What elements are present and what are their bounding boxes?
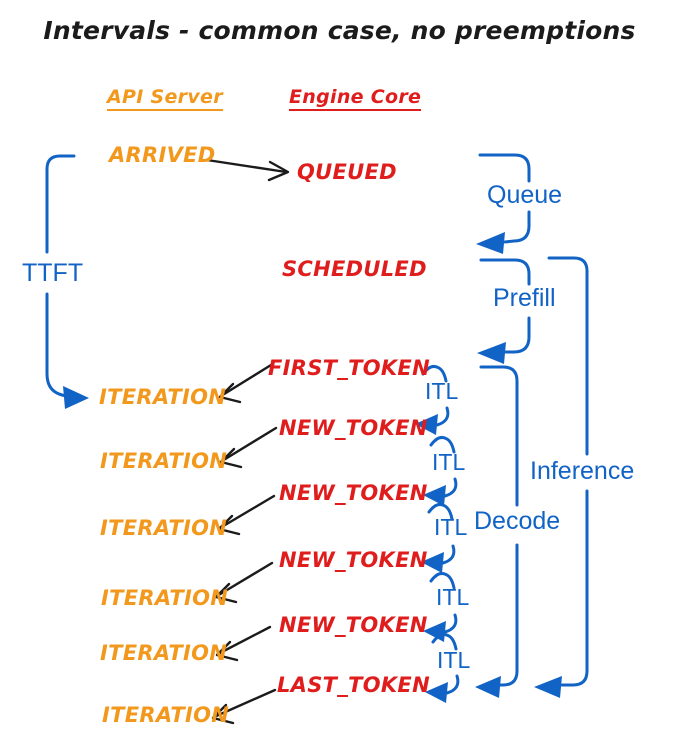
- event-last-token: LAST_TOKEN: [277, 673, 430, 697]
- itl-marker-3: [421, 503, 456, 573]
- ttft-bracket: [45, 154, 89, 409]
- queue-bracket: [476, 153, 531, 254]
- interval-label-itl-1: ITL: [425, 378, 459, 404]
- interval-label-ttft: TTFT: [22, 259, 84, 287]
- event-new-token-3: NEW_TOKEN: [279, 548, 428, 572]
- arrow-last-token-to-iteration: [211, 688, 277, 725]
- event-iteration-2: ITERATION: [100, 449, 228, 473]
- interval-label-itl-2: ITL: [432, 449, 466, 475]
- diagram-title: Intervals - common case, no preemptions: [43, 16, 636, 45]
- itl-marker-5: [425, 633, 460, 703]
- event-new-token-2: NEW_TOKEN: [279, 481, 428, 505]
- connector-arrows: [205, 158, 290, 725]
- column-header-engine-core: Engine Core: [289, 88, 422, 111]
- interval-label-itl-3: ITL: [434, 514, 468, 540]
- ttft-arrowhead: [63, 386, 89, 409]
- arrow-new-token-4-to-iteration: [215, 625, 272, 662]
- event-scheduled: SCHEDULED: [282, 257, 427, 281]
- prefill-bracket: [477, 258, 531, 364]
- arrow-arrived-to-queued: [205, 158, 290, 182]
- event-queued: QUEUED: [297, 160, 397, 184]
- arrow-new-token-1-to-iteration: [219, 426, 278, 469]
- event-iteration-4: ITERATION: [101, 586, 229, 610]
- decode-arrowhead: [475, 676, 501, 698]
- event-iteration-6: ITERATION: [102, 703, 230, 727]
- prefill-arrowhead: [477, 342, 506, 364]
- queue-arrowhead: [476, 232, 505, 254]
- inference-arrowhead: [534, 676, 562, 698]
- event-iteration-5: ITERATION: [100, 641, 228, 665]
- interval-label-inference: Inference: [530, 457, 635, 485]
- interval-label-queue: Queue: [487, 181, 563, 209]
- interval-label-prefill: Prefill: [493, 284, 556, 312]
- event-arrived: ARRIVED: [109, 143, 216, 167]
- arrow-new-token-3-to-iteration: [214, 561, 274, 604]
- event-iteration-3: ITERATION: [100, 516, 228, 540]
- event-new-token-4: NEW_TOKEN: [279, 613, 428, 637]
- interval-label-itl-5: ITL: [437, 647, 471, 673]
- itl-marker-1: [415, 365, 450, 435]
- event-iteration-1: ITERATION: [99, 385, 227, 409]
- event-new-token-1: NEW_TOKEN: [279, 416, 428, 440]
- interval-label-itl-4: ITL: [436, 584, 470, 610]
- column-header-api-server: API Server: [107, 88, 223, 111]
- arrow-new-token-2-to-iteration: [217, 494, 276, 536]
- event-first-token: FIRST_TOKEN: [268, 356, 430, 380]
- decode-bracket: [475, 365, 519, 698]
- inference-bracket: [534, 256, 589, 698]
- itl-marker-2: [423, 436, 458, 506]
- interval-label-decode: Decode: [474, 507, 561, 535]
- arrow-first-token-to-iteration: [218, 363, 273, 404]
